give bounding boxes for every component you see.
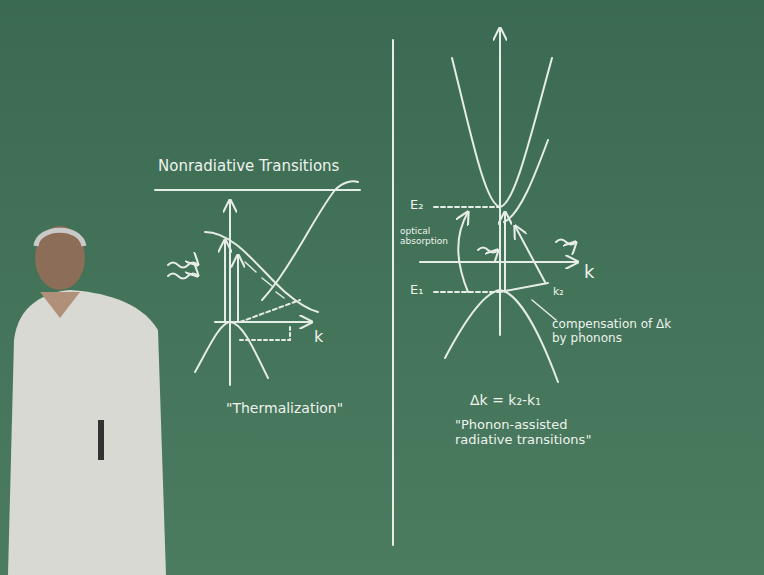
board-title: Nonradiative Transitions [158, 158, 373, 175]
band-diagrams [155, 28, 578, 545]
lecturer-figure [8, 226, 166, 575]
chalk-label: Δk = k₂-k₁ [470, 392, 600, 408]
chalk-label: k [584, 262, 604, 283]
chalk-label: k₂ [553, 286, 583, 299]
chalk-label: E₁ [410, 283, 440, 298]
chalk-label: E₂ [410, 198, 440, 213]
chalk-label: compensation of Δk by phonons [552, 318, 682, 346]
chalk-label: "Phonon-assisted radiative transitions" [455, 418, 625, 448]
chalk-label: optical absorption [400, 226, 458, 247]
chalk-label: "Thermalization" [226, 400, 376, 416]
chalk-label: k [314, 328, 334, 346]
